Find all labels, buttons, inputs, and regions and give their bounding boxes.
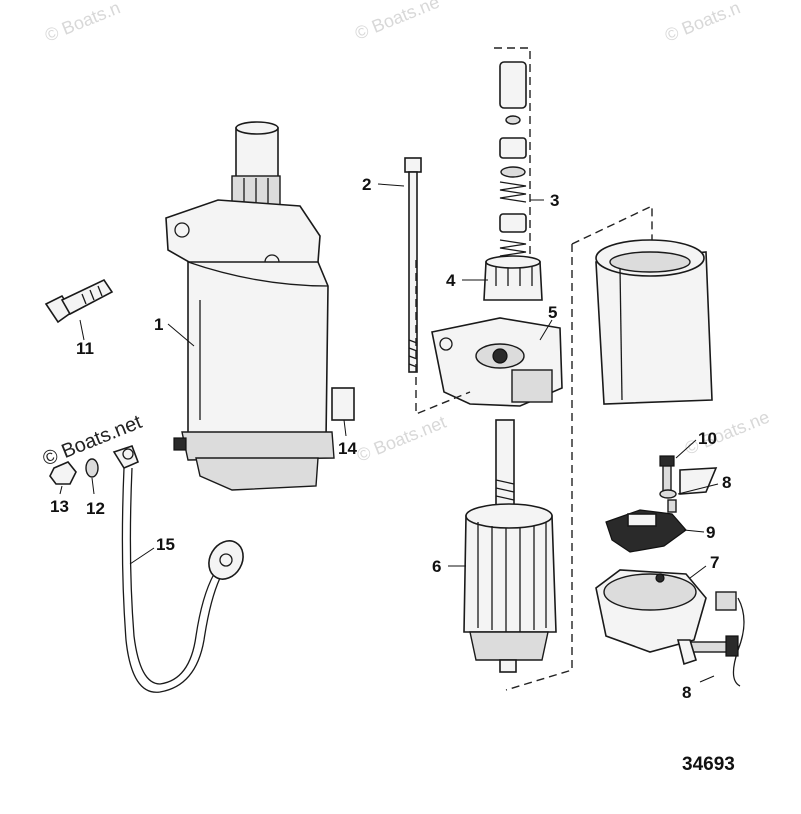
callouts: 1 2 3 4 5 6 7 8 9 10 11 12 13 14 15 8 xyxy=(50,175,731,702)
callout-8-upper: 8 xyxy=(722,473,731,492)
callout-8-lower: 8 xyxy=(682,683,691,702)
callout-7: 7 xyxy=(710,553,719,572)
battery-cable xyxy=(112,444,244,693)
callout-5: 5 xyxy=(548,303,557,322)
callout-14: 14 xyxy=(338,439,357,458)
pinion-gear xyxy=(483,255,543,301)
watermark-top-right: © Boats.n xyxy=(662,0,743,46)
watermark-right: © Boats.ne xyxy=(682,407,772,459)
callout-2: 2 xyxy=(362,175,371,194)
armature xyxy=(463,419,557,673)
callout-10: 10 xyxy=(698,429,717,448)
through-bolt xyxy=(404,157,422,373)
lock-washer xyxy=(85,458,99,478)
nut xyxy=(49,461,77,485)
leader-lines xyxy=(59,183,719,683)
screw-and-washer xyxy=(659,455,718,513)
drive-end-housing xyxy=(415,260,563,416)
field-frame xyxy=(595,239,713,405)
drive-kit-group xyxy=(494,47,531,283)
callout-11: 11 xyxy=(76,339,94,358)
end-bolt xyxy=(676,635,739,666)
drawing-number: 34693 xyxy=(682,754,735,775)
callout-12: 12 xyxy=(86,499,105,518)
end-cap xyxy=(595,569,745,687)
callout-15: 15 xyxy=(156,535,175,554)
watermark-center: © Boats.net xyxy=(354,412,449,466)
clip xyxy=(331,387,355,421)
callout-1: 1 xyxy=(154,315,163,334)
watermark-top-mid: © Boats.ne xyxy=(352,0,442,44)
brush-holder xyxy=(605,509,687,553)
callout-9: 9 xyxy=(706,523,715,542)
callout-3: 3 xyxy=(550,191,559,210)
callout-4: 4 xyxy=(446,271,456,290)
watermark-top-left: © Boats.n xyxy=(42,0,123,46)
callout-13: 13 xyxy=(50,497,69,516)
mounting-bolt xyxy=(44,278,114,324)
starter-motor xyxy=(165,121,335,491)
callout-6: 6 xyxy=(432,557,441,576)
